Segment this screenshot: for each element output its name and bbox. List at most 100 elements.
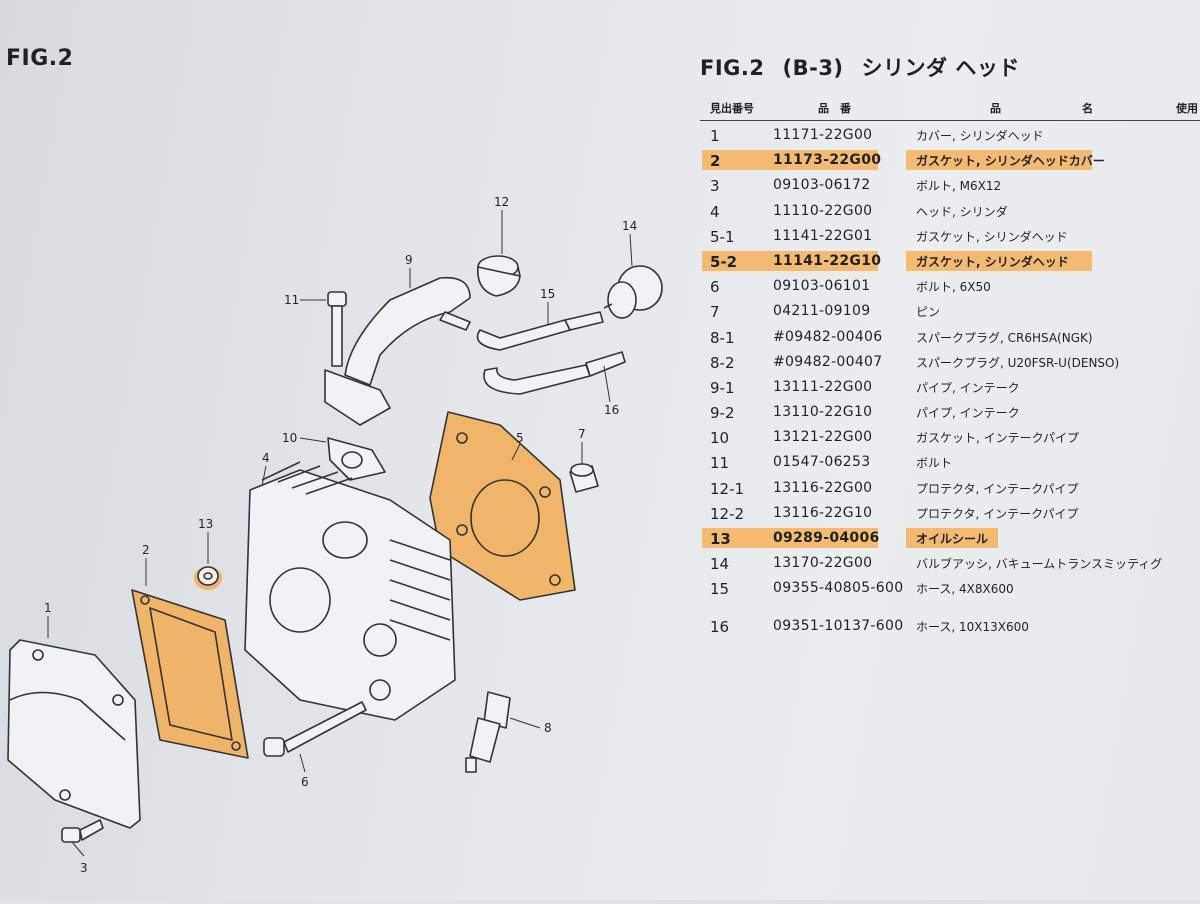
row-part-number: 13121-22G00 — [773, 429, 873, 446]
row-index: 2 — [710, 152, 721, 171]
row-index: 1 — [710, 127, 720, 145]
row-part-number: 11141-22G10 — [773, 252, 882, 269]
title-code: (B-3) — [782, 56, 844, 80]
parts-row: 2 11173-22G00 ガスケット, シリンダヘッドカバー — [700, 148, 1200, 173]
header-name-b: 名 — [1082, 102, 1093, 115]
row-index: 5-1 — [710, 227, 735, 246]
callout-3: 3 — [80, 861, 88, 875]
row-part-name: プロテクタ, インテークパイプ — [916, 481, 1079, 496]
row-part-name: ピン — [916, 305, 941, 320]
part-4-cylinder-head — [244, 461, 456, 721]
row-part-number: 04211-09109 — [773, 303, 871, 320]
callout-5: 5 — [516, 431, 524, 445]
part-1-cover — [7, 639, 141, 829]
row-part-number: 13116-22G00 — [773, 479, 873, 496]
row-part-name: ガスケット, シリンダヘッド — [916, 229, 1068, 244]
row-part-name: ホース, 4X8X600 — [916, 582, 1014, 597]
part-12-protector — [477, 255, 521, 297]
part-8-spark-plug — [465, 691, 511, 773]
parts-list-header: 見出番号 品 番 品 名 使用 — [700, 96, 1200, 121]
row-part-number: 11173-22G00 — [773, 152, 882, 169]
row-part-name: ガスケット, シリンダヘッドカバー — [916, 154, 1105, 169]
part-3-bolt — [61, 819, 104, 843]
callout-15: 15 — [540, 287, 555, 301]
part-11-bolt — [327, 291, 347, 367]
row-index: 9-2 — [710, 404, 735, 423]
callout-9: 9 — [405, 253, 413, 267]
row-index: 9-1 — [710, 378, 735, 397]
parts-row: 7 04211-09109 ピン — [700, 299, 1200, 324]
callout-1: 1 — [44, 601, 52, 615]
row-part-number: 11171-22G00 — [773, 127, 873, 143]
part-9-intake-pipe — [324, 276, 471, 426]
row-index: 7 — [710, 303, 720, 322]
parts-row: 9-1 13111-22G00 パイプ, インテーク — [700, 375, 1200, 400]
row-part-name: ヘッド, シリンダ — [916, 204, 1008, 219]
row-part-number: 13111-22G00 — [773, 378, 873, 395]
row-part-number: #09482-00406 — [773, 328, 883, 345]
row-part-number: 09351-10137-600 — [773, 617, 904, 634]
figure-label: FIG.2 — [6, 46, 74, 71]
parts-row: 9-2 13110-22G10 パイプ, インテーク — [700, 400, 1200, 425]
row-part-name: カバー, シリンダヘッド — [916, 129, 1044, 143]
part-10-gasket — [327, 437, 386, 481]
row-index: 12-2 — [710, 504, 745, 523]
part-15-16-hoses — [476, 311, 626, 395]
callout-12: 12 — [494, 195, 509, 209]
parts-row: 12-1 13116-22G00 プロテクタ, インテークパイプ — [700, 476, 1200, 501]
parts-list-title: FIG.2 (B-3) シリンダ ヘッド — [700, 52, 1200, 82]
row-index: 12-1 — [710, 479, 745, 498]
row-part-name: ホース, 10X13X600 — [916, 619, 1029, 634]
callout-16: 16 — [604, 403, 619, 417]
row-index: 10 — [710, 429, 730, 448]
part-5-gasket — [429, 411, 576, 601]
row-index: 8-1 — [710, 328, 735, 347]
header-part-number: 品 番 — [818, 102, 851, 115]
parts-row: 1 11171-22G00 カバー, シリンダヘッド — [700, 123, 1200, 148]
leader-lines — [47, 210, 633, 857]
row-part-number: 13170-22G00 — [773, 555, 873, 572]
callout-4: 4 — [262, 451, 270, 465]
row-part-number: 13116-22G10 — [773, 504, 873, 521]
row-part-name: ガスケット, インテークパイプ — [916, 431, 1080, 446]
row-part-name: ガスケット, シリンダヘッド — [916, 254, 1069, 269]
callout-10: 10 — [282, 431, 297, 445]
row-index: 11 — [710, 454, 730, 473]
title-fig: FIG.2 — [700, 56, 765, 80]
callout-2: 2 — [142, 543, 150, 557]
callout-11: 11 — [284, 293, 299, 307]
part-7-pin — [569, 463, 599, 493]
exploded-diagram: 1 2 3 4 5 6 7 8 9 10 11 12 13 14 15 16 — [0, 180, 700, 900]
title-name: シリンダ ヘッド — [861, 56, 1020, 80]
part-2-gasket — [131, 589, 249, 759]
row-part-number: #09482-00407 — [773, 353, 883, 370]
row-part-name: パイプ, インテーク — [916, 380, 1020, 395]
row-part-name: ボルト, M6X12 — [916, 179, 1002, 194]
row-index: 6 — [710, 278, 720, 297]
row-part-number: 09103-06172 — [773, 177, 871, 194]
row-part-name: プロテクタ, インテークパイプ — [916, 506, 1079, 521]
row-index: 3 — [710, 177, 720, 196]
diagram-svg: 1 2 3 4 5 6 7 8 9 10 11 12 13 14 15 16 — [7, 195, 663, 875]
row-part-name: オイルシール — [916, 532, 989, 546]
row-part-name: バルブアッシ, バキュームトランスミッティグ — [916, 557, 1163, 572]
part-6-bolt — [263, 701, 367, 757]
callout-14: 14 — [622, 219, 637, 233]
row-part-name: パイプ, インテーク — [916, 406, 1020, 421]
parts-row: 12-2 13116-22G10 プロテクタ, インテークパイプ — [700, 501, 1200, 526]
parts-rows: 1 11171-22G00 カバー, シリンダヘッド 2 11173-22G00 ガスケッ… — [700, 123, 1200, 639]
row-part-number: 01547-06253 — [773, 454, 871, 471]
row-part-name: ボルト, 6X50 — [916, 280, 991, 295]
row-index: 5-2 — [710, 252, 738, 271]
parts-row: 5-2 11141-22G10 ガスケット, シリンダヘッド — [700, 249, 1200, 274]
row-part-number: 13110-22G10 — [773, 404, 873, 421]
parts-list: FIG.2 (B-3) シリンダ ヘッド 見出番号 品 番 品 名 使用 1 1117… — [700, 52, 1200, 639]
